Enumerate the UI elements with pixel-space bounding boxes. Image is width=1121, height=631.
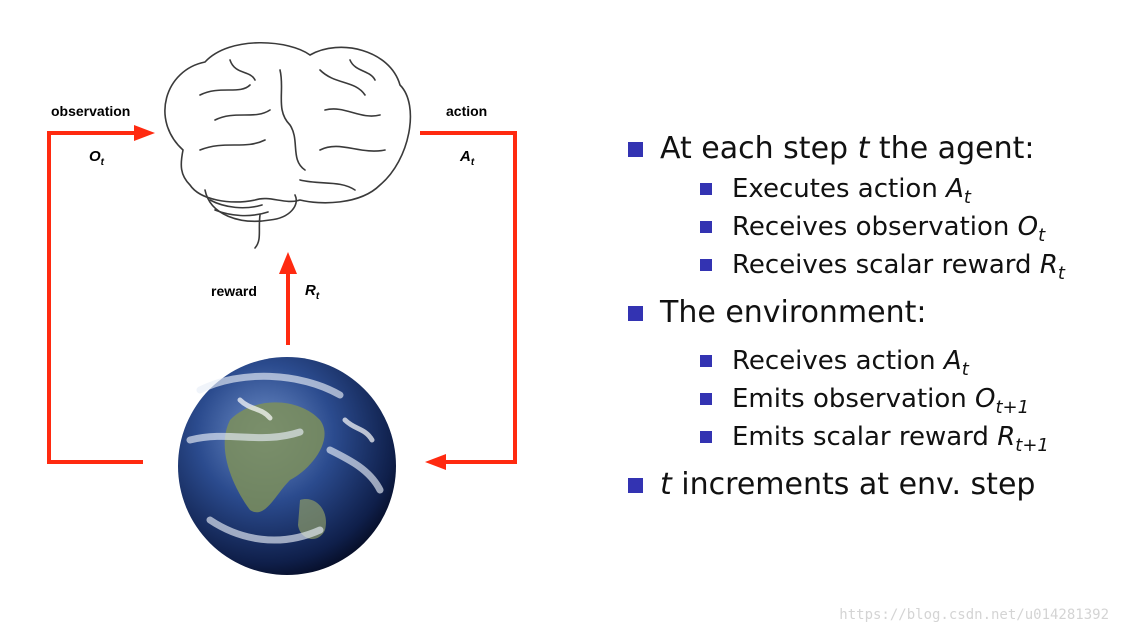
bullet-square-icon — [700, 221, 712, 233]
list-item: Receives action At — [628, 342, 1065, 380]
action-arrow — [420, 131, 517, 464]
bullet-square-icon — [700, 393, 712, 405]
action-arrowhead — [425, 454, 446, 470]
bullet-square-icon — [628, 142, 643, 157]
observation-arrowhead — [134, 125, 155, 141]
reward-arrowhead — [279, 252, 297, 274]
watermark: https://blog.csdn.net/u014281392 — [839, 607, 1109, 623]
list-item: t increments at env. step — [628, 464, 1065, 506]
reward-symbol: Rt — [305, 282, 320, 302]
action-symbol: At — [460, 148, 475, 168]
agent-environment-diagram — [47, 41, 517, 575]
list-item: At each step t the agent: — [628, 128, 1065, 170]
bullet-square-icon — [700, 355, 712, 367]
reward-label: reward — [211, 283, 257, 299]
list-item: Emits observation Ot+1 — [628, 380, 1065, 418]
action-label: action — [446, 103, 488, 119]
list-item: Emits scalar reward Rt+1 — [628, 418, 1065, 456]
list-item: Receives scalar reward Rt — [628, 246, 1065, 284]
brain-icon — [164, 41, 412, 249]
observation-label: observation — [51, 103, 131, 119]
bullet-square-icon — [628, 306, 643, 321]
bullet-square-icon — [700, 431, 712, 443]
earth-globe-icon — [178, 357, 396, 575]
list-item: Receives observation Ot — [628, 208, 1065, 246]
observation-arrow — [47, 131, 143, 464]
bullet-square-icon — [628, 478, 643, 493]
bullet-list: At each step t the agent: Executes actio… — [628, 128, 1065, 506]
list-item: The environment: — [628, 292, 1065, 334]
bullet-square-icon — [700, 259, 712, 271]
list-item: Executes action At — [628, 170, 1065, 208]
bullet-square-icon — [700, 183, 712, 195]
observation-symbol: Ot — [89, 148, 105, 168]
